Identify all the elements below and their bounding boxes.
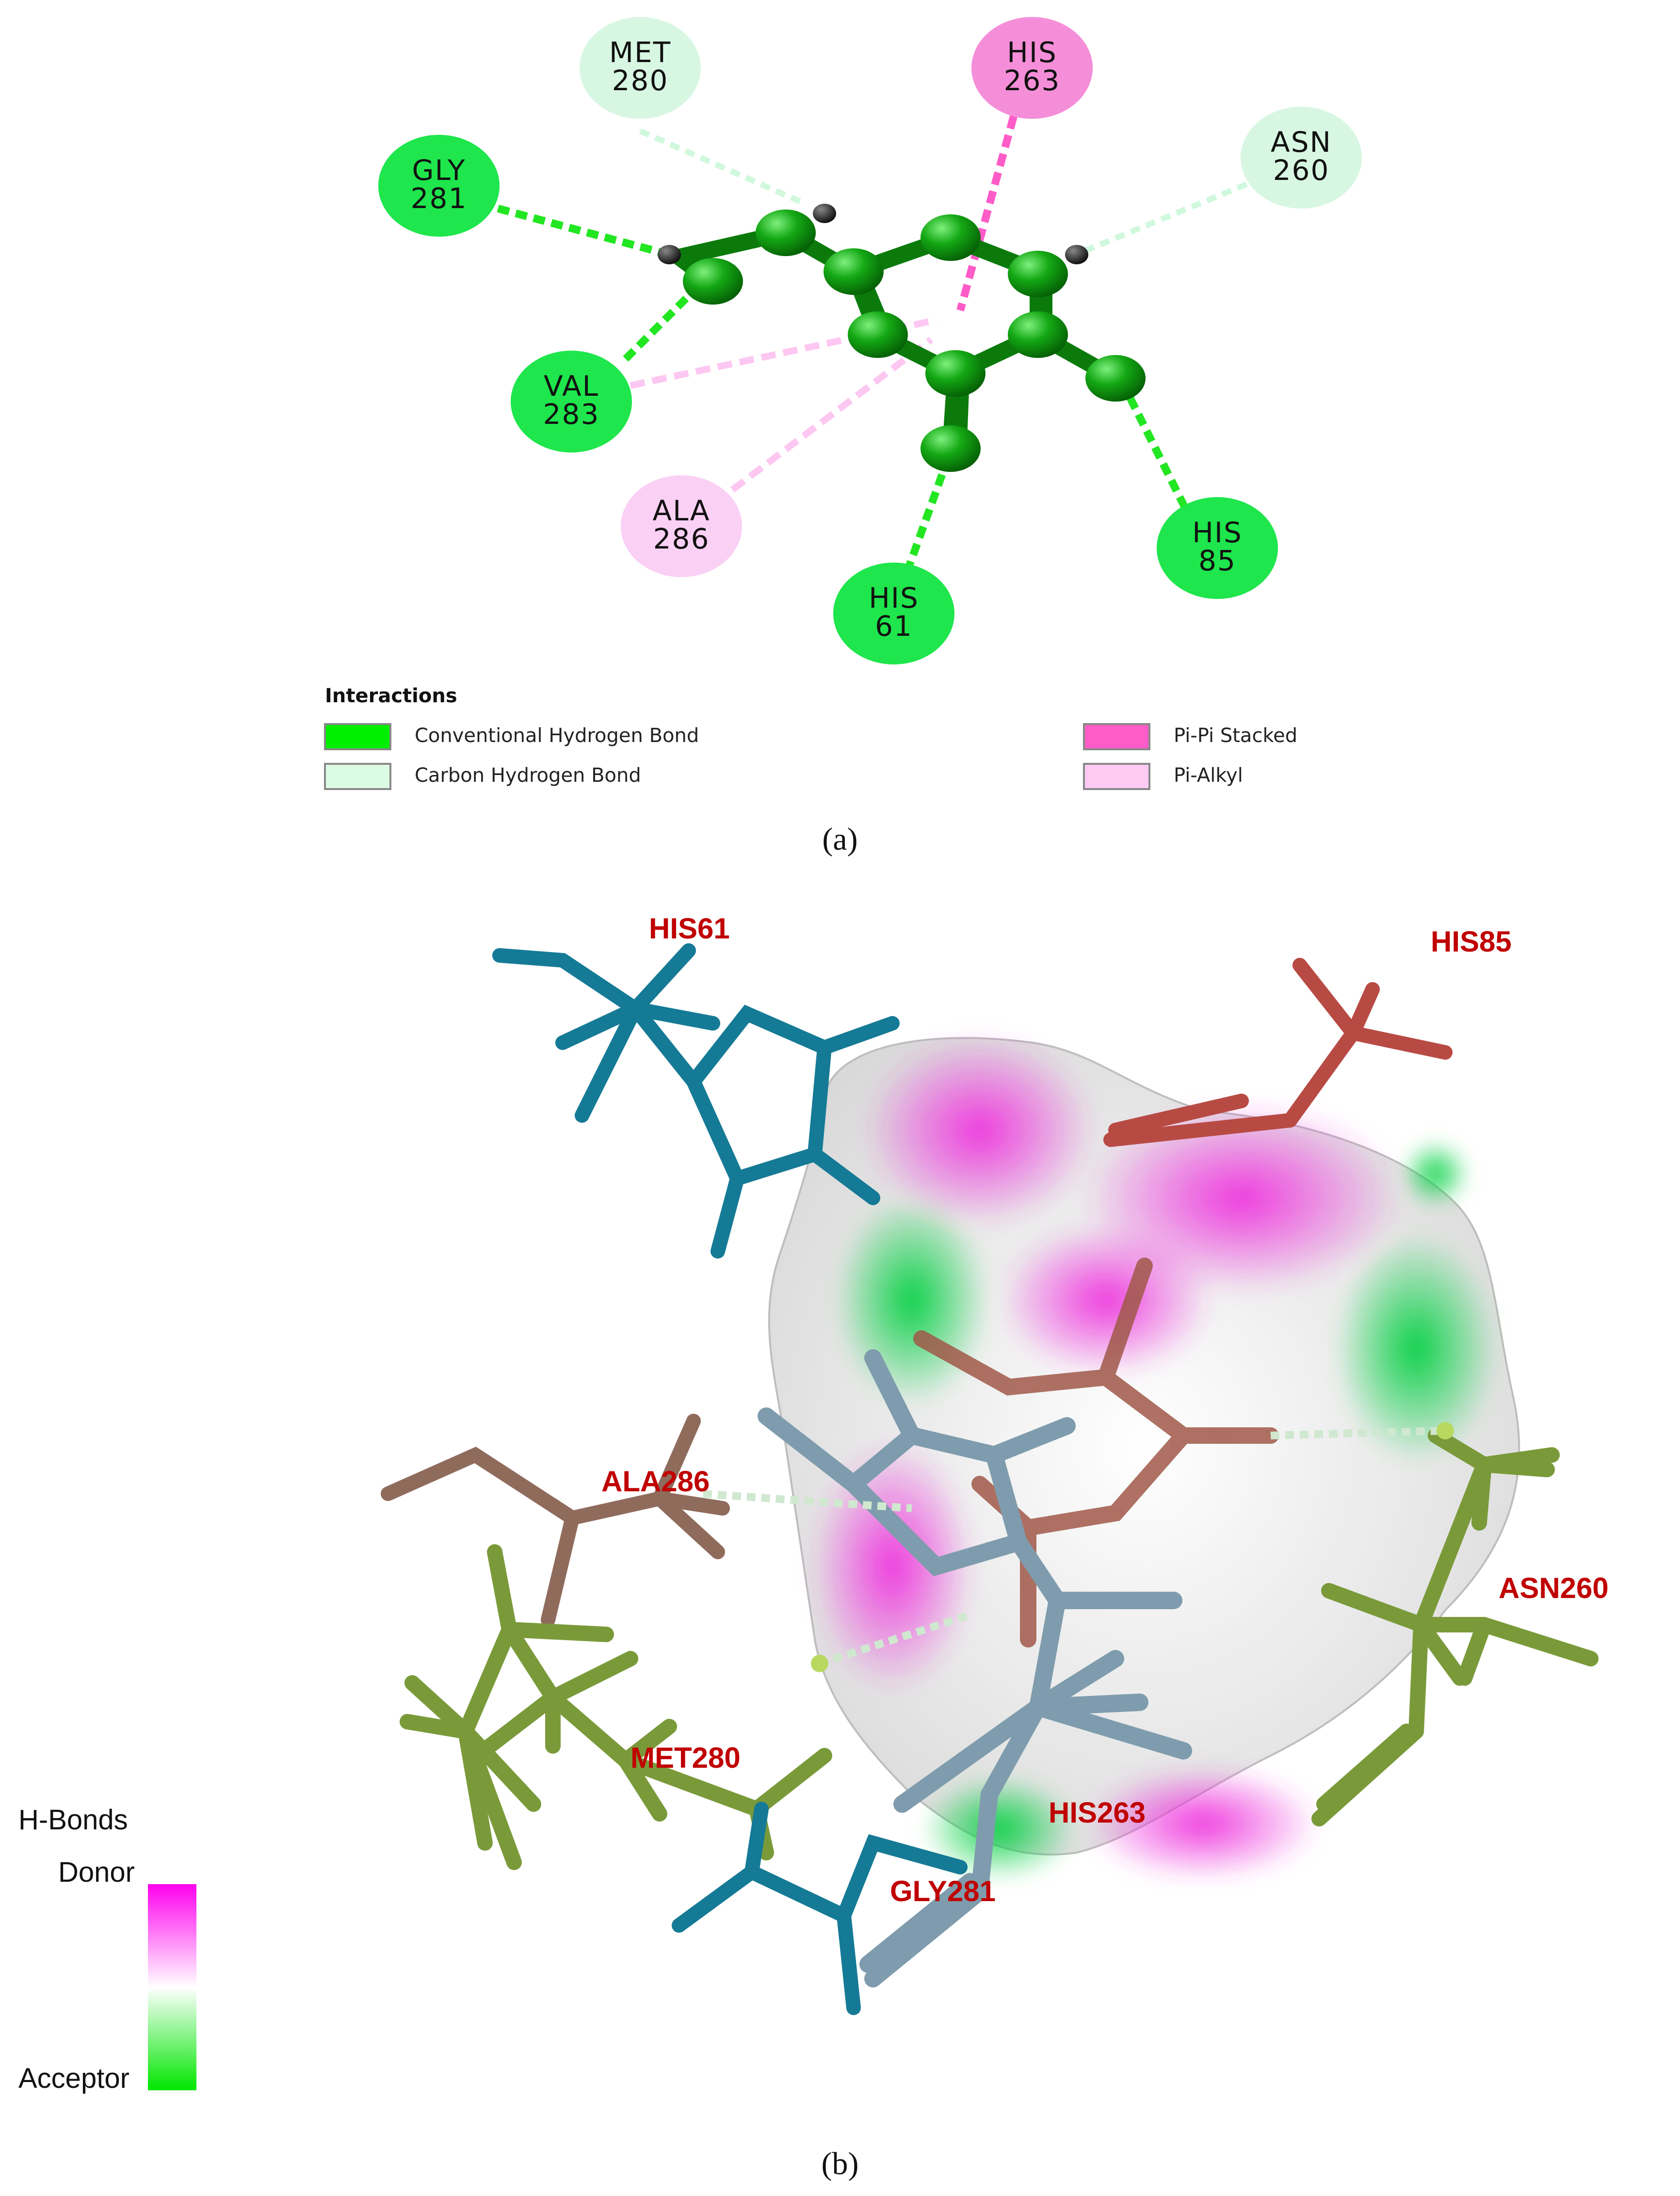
legend-swatch-carbon-hbond [324,763,391,790]
residue-stick-gly281 [672,1802,968,2015]
residue-stick-his85 [1103,958,1453,1147]
hbond-atom-met280 [811,1655,828,1672]
interaction-gly281 [479,200,671,258]
residue-met280-name: MET [609,36,671,69]
legend-label-pi-alkyl: Pi-Alkyl [1174,764,1243,787]
residue-asn260: ASN 260 [1241,107,1362,209]
legend-title: Interactions [325,685,457,707]
residue-his85-number: 85 [1198,544,1236,577]
panel-a: MET 280 HIS 263 ASN 260 GLY 281 VAL 283 … [324,17,1362,857]
residue-his263-name: HIS [1007,36,1057,69]
legend-label-carbon-hbond: Carbon Hydrogen Bond [415,764,641,787]
hbonds-key-donor: Donor [58,1857,135,1888]
label-his85: HIS85 [1431,925,1512,958]
residue-val283-number: 283 [543,398,600,431]
residue-his61-number: 61 [875,610,913,643]
residue-stick-met280 [400,1544,832,1870]
residue-ala286-name: ALA [653,494,711,527]
hbonds-key: H-Bonds Donor Acceptor [18,1804,196,2094]
residue-his263-number: 263 [1004,64,1061,97]
interaction-his61 [903,450,954,574]
caption-b: (b) [822,2146,859,2181]
caption-a: (a) [822,822,857,857]
label-gly281: GLY281 [890,1875,996,1907]
label-asn260: ASN260 [1499,1572,1609,1604]
residue-met280: MET 280 [580,17,701,119]
residue-stick-ala286 [381,1414,730,1627]
residue-his85: HIS 85 [1157,497,1278,599]
legend-label-pi-pi-stacked: Pi-Pi Stacked [1174,725,1297,747]
legend-swatch-pi-alkyl [1083,763,1150,790]
residue-val283-name: VAL [544,370,599,403]
hbonds-key-acceptor: Acceptor [18,2063,129,2094]
residue-his61-name: HIS [869,581,919,614]
interaction-val283-pi [630,317,937,389]
interactions-legend: Interactions Conventional Hydrogen Bond … [324,685,1297,790]
panel-b: HIS61 HIS85 ALA286 ASN260 MET280 HIS263 … [18,912,1609,2181]
ligand-in-pocket [913,1258,1279,1647]
residue-stick-his61 [492,943,900,1259]
interaction-his263 [956,115,1018,312]
interaction-met280 [639,128,807,207]
hbond-atom-asn260 [1437,1422,1454,1439]
legend-label-conventional-hbond: Conventional Hydrogen Bond [415,725,699,747]
residue-asn260-name: ASN [1271,126,1332,159]
interaction-ala286-pi [730,337,934,493]
residue-stick-his263 [758,1349,1192,1987]
interaction-his85 [1121,386,1197,526]
hbond-dashes [703,1427,1446,1667]
residue-his85-name: HIS [1192,516,1243,549]
residue-asn260-number: 260 [1273,154,1330,187]
residue-ala286: ALA 286 [621,475,742,577]
label-met280: MET280 [630,1742,741,1774]
label-his61: HIS61 [649,912,730,945]
legend-swatch-conventional-hbond [324,723,391,750]
residue-ala286-number: 286 [653,522,710,555]
label-ala286: ALA286 [601,1465,710,1498]
residue-his61: HIS 61 [833,563,954,664]
binding-surface [768,1033,1520,1882]
interaction-lines [479,115,1248,574]
residue-val283: VAL 283 [511,351,632,452]
hbonds-key-title: H-Bonds [18,1804,128,1836]
residue-gly281-number: 281 [411,182,468,215]
residue-met280-number: 280 [612,64,669,97]
legend-swatch-pi-pi-stacked [1083,723,1150,750]
ligand-atoms [658,204,1146,472]
residue-his263: HIS 263 [971,17,1093,119]
residue-gly281-name: GLY [412,154,466,187]
interaction-asn260 [1080,181,1248,255]
label-his263: HIS263 [1049,1796,1146,1829]
residue-gly281: GLY 281 [378,135,500,237]
residue-stick-asn260 [1311,1428,1599,1826]
hbonds-key-gradient-bar [148,1884,196,2090]
